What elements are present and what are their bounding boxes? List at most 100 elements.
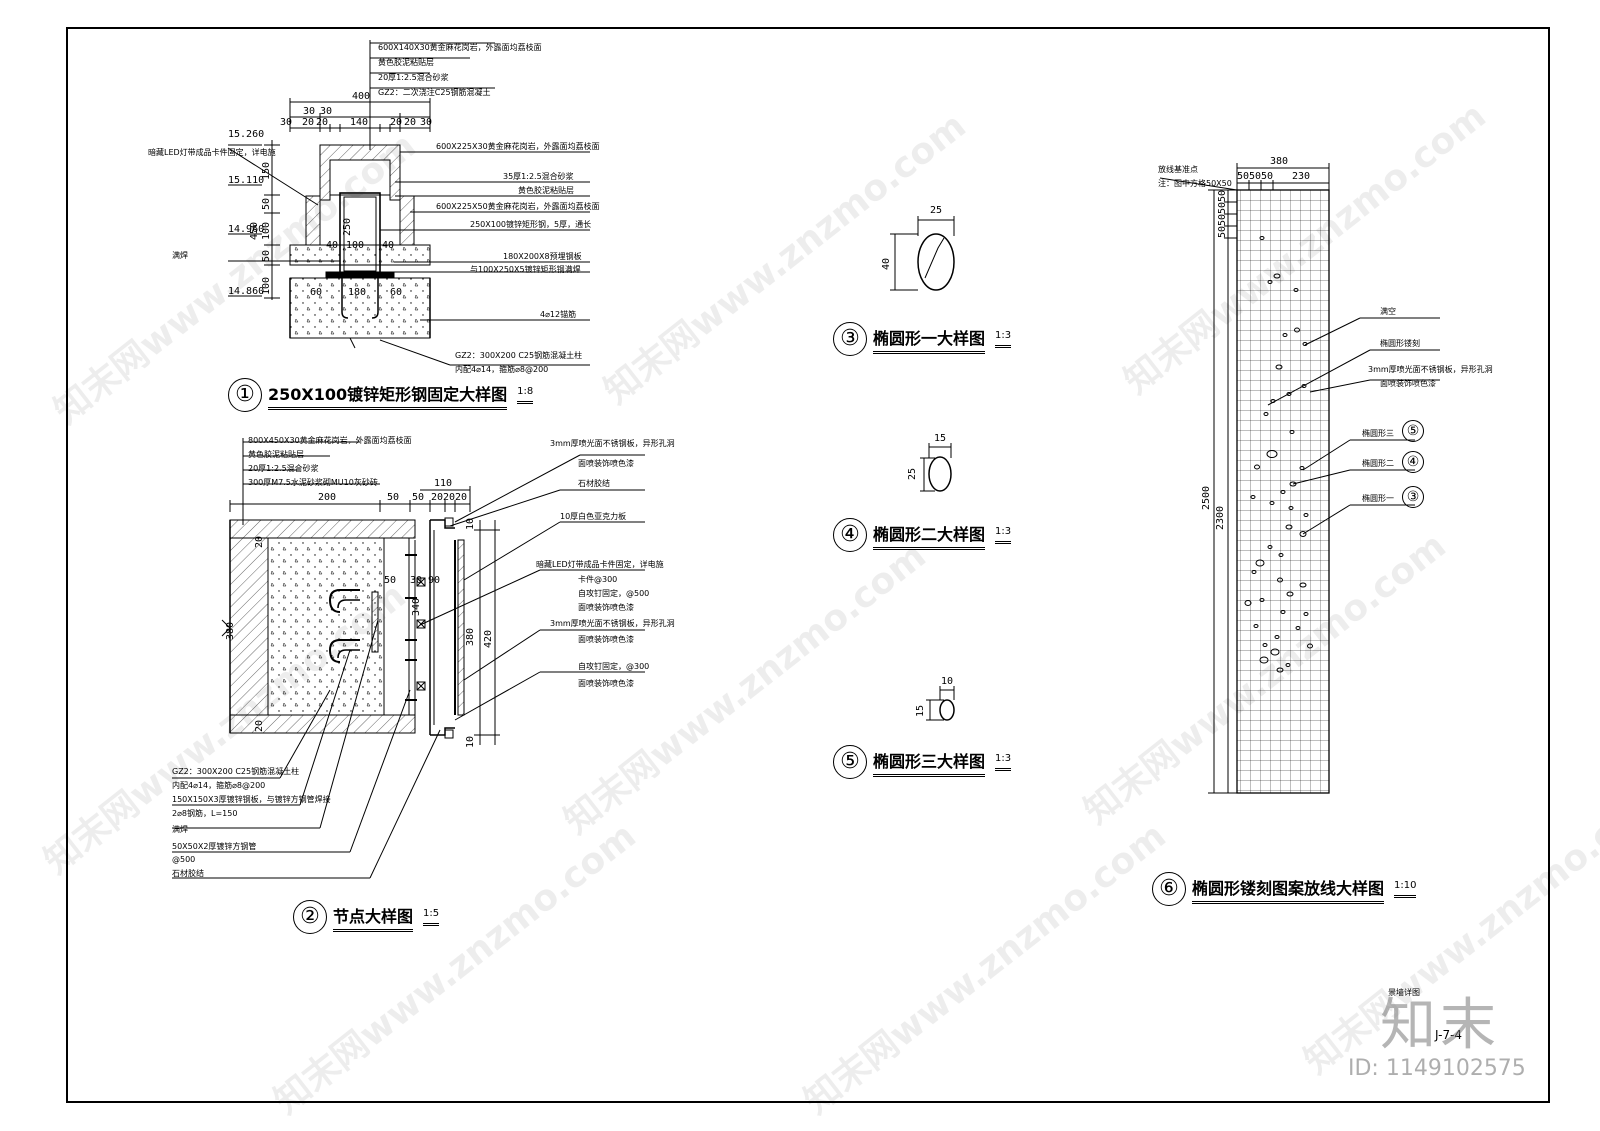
detail-title-text: 节点大样图 bbox=[333, 903, 414, 932]
detail-title-text: 椭圆形二大样图 bbox=[873, 521, 986, 550]
detail-number-badge: ① bbox=[228, 378, 262, 412]
note: 内配4⌀14，箍筋⌀8@200 bbox=[172, 781, 266, 790]
dim-label: 30 bbox=[420, 117, 433, 128]
detail-scale: 1:3 bbox=[995, 753, 1012, 771]
dim-label: 2300 bbox=[1215, 505, 1226, 530]
detail-scale: 1:5 bbox=[423, 908, 440, 926]
dim-label: 230 bbox=[1292, 171, 1311, 182]
detail-number-badge: ② bbox=[293, 900, 327, 934]
note: 椭圆形三 bbox=[1362, 429, 1394, 438]
note: 暗藏LED灯带成品卡件固定，详电施 bbox=[148, 148, 276, 157]
elevation: 14.960 bbox=[228, 224, 265, 235]
note: 10厚白色亚克力板 bbox=[560, 512, 627, 521]
detail-title-text: 椭圆形三大样图 bbox=[873, 748, 986, 777]
note: 放线基准点 bbox=[1158, 165, 1198, 174]
dim-label: 340 bbox=[411, 597, 422, 616]
note: 20厚1:2.5混合砂浆 bbox=[378, 73, 449, 82]
note: 3mm厚喷光面不锈钢板，异形孔洞 bbox=[550, 619, 675, 628]
note: 椭圆形一 bbox=[1362, 494, 1394, 503]
note: 黄色胶泥粘贴层 bbox=[378, 58, 434, 67]
dim-label: 60 bbox=[390, 287, 403, 298]
note: 20厚1:2.5混合砂浆 bbox=[248, 464, 319, 473]
note: 面喷装饰喷色漆 bbox=[1380, 379, 1436, 388]
detail-title-4: ④ 椭圆形二大样图 1:3 bbox=[833, 518, 1012, 552]
detail-scale: 1:10 bbox=[1394, 880, 1417, 898]
note: 300厚M7.5水泥砂浆砌MU10灰砂砖 bbox=[248, 478, 378, 487]
note: 600X225X30黄金麻花岗岩，外露面均荔枝面 bbox=[436, 142, 600, 151]
dim-label: 40 bbox=[881, 257, 892, 270]
dim-label: 10 bbox=[941, 676, 954, 687]
dim-label: 150 bbox=[261, 161, 272, 180]
note: 2⌀8钢筋，L=150 bbox=[172, 809, 238, 818]
note: GZ2：300X200 C25钢筋混凝土柱 bbox=[455, 351, 583, 360]
dim-label: 20 bbox=[254, 535, 265, 548]
dim-label: 10 bbox=[465, 517, 476, 530]
note: 3mm厚喷光面不锈钢板，异形孔洞 bbox=[550, 439, 675, 448]
dim-label: 180 bbox=[348, 287, 367, 298]
note: GZ2：300X200 C25钢筋混凝土柱 bbox=[172, 767, 300, 776]
elevation: 15.110 bbox=[228, 175, 265, 186]
detail-2-drawing bbox=[172, 438, 645, 879]
detail-number-badge: ⑤ bbox=[833, 745, 867, 779]
note: 石材胶结 bbox=[172, 869, 204, 878]
note: 50X50X2厚镀锌方钢管 bbox=[172, 842, 257, 851]
note: 满空 bbox=[1380, 307, 1396, 316]
dim-label: 200 bbox=[318, 492, 337, 503]
callout-badge: ⑤ bbox=[1402, 420, 1424, 442]
note: 面喷装饰喷色漆 bbox=[578, 635, 634, 644]
sheet-name: 景墙详图 bbox=[1388, 988, 1420, 997]
note: 卡件@300 bbox=[578, 575, 618, 584]
note: 35厚1:2.5混合砂浆 bbox=[503, 172, 574, 181]
detail-number-badge: ⑥ bbox=[1152, 872, 1186, 906]
dim-label: 100 bbox=[261, 221, 272, 240]
detail-title-2: ② 节点大样图 1:5 bbox=[293, 900, 440, 934]
dim-label: 140 bbox=[350, 117, 369, 128]
ellipse-details bbox=[890, 216, 955, 721]
dim-label: 2500 bbox=[1201, 485, 1212, 510]
dim-label: 20 bbox=[404, 117, 417, 128]
dim-label: 50 bbox=[1217, 213, 1228, 226]
detail-title-text: 椭圆形镂刻图案放线大样图 bbox=[1192, 875, 1385, 904]
detail-scale: 1:8 bbox=[517, 386, 534, 404]
dim-label: 380 bbox=[1270, 156, 1289, 167]
note: 内配4⌀14，箍筋⌀8@200 bbox=[455, 365, 549, 374]
sheet-number: J-7-4 bbox=[1435, 1028, 1463, 1042]
dim-label: 50 bbox=[412, 492, 425, 503]
dim-label: 250 bbox=[342, 217, 353, 236]
note: 与100X250X5镀锌矩形钢满焊 bbox=[470, 265, 581, 274]
dim-label: 10 bbox=[465, 735, 476, 748]
elevation: 15.260 bbox=[228, 129, 265, 140]
detail-title-6: ⑥ 椭圆形镂刻图案放线大样图 1:10 bbox=[1152, 872, 1417, 906]
dim-label: 420 bbox=[483, 629, 494, 648]
detail-number-badge: ④ bbox=[833, 518, 867, 552]
dim-label: 30 bbox=[303, 106, 316, 117]
detail-1-drawing bbox=[227, 40, 590, 366]
note: 自攻钉固定，@300 bbox=[578, 662, 650, 671]
dim-label: 40 bbox=[382, 240, 395, 251]
detail-title-1: ① 250X100镀锌矩形钢固定大样图 1:8 bbox=[228, 378, 534, 412]
dim-label: 15 bbox=[934, 433, 947, 444]
dim-label: 20 bbox=[254, 719, 265, 732]
dim-label: 30 bbox=[320, 106, 333, 117]
note: 椭圆形镂刻 bbox=[1380, 339, 1420, 348]
dim-label: 50 bbox=[1237, 171, 1250, 182]
dim-label: 450 bbox=[249, 221, 260, 240]
note: 面喷装饰喷色漆 bbox=[578, 679, 634, 688]
detail-scale: 1:3 bbox=[995, 330, 1012, 348]
note: 180X200X8预埋钢板 bbox=[503, 252, 582, 261]
detail-title-text: 椭圆形一大样图 bbox=[873, 325, 986, 354]
dim-label: 400 bbox=[352, 91, 371, 102]
dim-label: 25 bbox=[930, 205, 943, 216]
note: 椭圆形二 bbox=[1362, 459, 1394, 468]
note: 3mm厚喷光面不锈钢板，异形孔洞 bbox=[1368, 365, 1493, 374]
dim-label: 50 bbox=[261, 249, 272, 262]
note: 满焊 bbox=[172, 251, 188, 260]
detail-title-3: ③ 椭圆形一大样图 1:3 bbox=[833, 322, 1012, 356]
detail-title-5: ⑤ 椭圆形三大样图 1:3 bbox=[833, 745, 1012, 779]
callout-badge: ④ bbox=[1402, 451, 1424, 473]
detail-title-text: 250X100镀锌矩形钢固定大样图 bbox=[268, 381, 508, 410]
image-id-label: ID: 1149102575 bbox=[1348, 1056, 1526, 1081]
dim-label: 50 bbox=[261, 197, 272, 210]
